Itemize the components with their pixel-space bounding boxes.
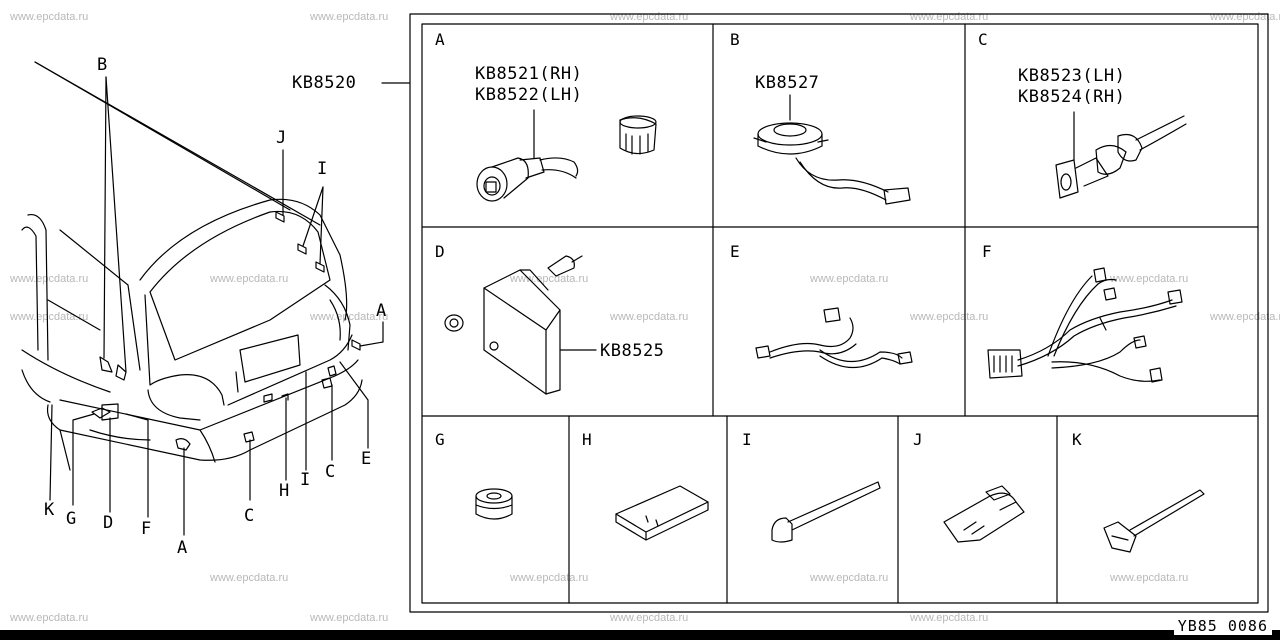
- watermark: www.epcdata.ru: [10, 273, 89, 285]
- cell-letter-j: J: [913, 430, 923, 449]
- watermark: www.epcdata.ru: [210, 273, 289, 285]
- watermark: www.epcdata.ru: [910, 612, 989, 624]
- cell-letter-h: H: [582, 430, 592, 449]
- main-part-number[interactable]: KB8520: [292, 73, 357, 93]
- part-e-illustration: [755, 307, 913, 369]
- cell-letter-d: D: [435, 242, 445, 261]
- watermark: www.epcdata.ru: [1210, 311, 1280, 323]
- callout-j: J: [276, 128, 287, 148]
- callout-c: C: [325, 462, 336, 482]
- callout-a: A: [177, 538, 188, 558]
- part-g-illustration: [475, 488, 513, 520]
- watermark: www.epcdata.ru: [10, 311, 89, 323]
- cell-letter-e: E: [730, 242, 740, 261]
- watermark: www.epcdata.ru: [510, 273, 589, 285]
- watermark: www.epcdata.ru: [810, 572, 889, 584]
- callout-h: H: [279, 481, 290, 501]
- callout-e: E: [361, 449, 372, 469]
- vehicle-illustration: [21, 61, 384, 536]
- part-f-illustration: [987, 267, 1183, 383]
- callout-i: I: [317, 159, 328, 179]
- cell-letter-a: A: [435, 30, 445, 49]
- part-a-illustration: [476, 109, 657, 202]
- part-number-kb8523[interactable]: KB8523(LH): [1018, 66, 1126, 86]
- callout-d: D: [103, 513, 114, 533]
- callout-k: K: [44, 500, 55, 520]
- cell-letter-i: I: [742, 430, 752, 449]
- part-number-kb8524[interactable]: KB8524(RH): [1018, 87, 1126, 107]
- callout-b: B: [97, 55, 108, 75]
- watermark: www.epcdata.ru: [10, 11, 89, 23]
- watermark: www.epcdata.ru: [310, 11, 389, 23]
- cell-letter-g: G: [435, 430, 445, 449]
- cell-letter-b: B: [730, 30, 740, 49]
- cell-letter-c: C: [978, 30, 988, 49]
- watermark: www.epcdata.ru: [910, 311, 989, 323]
- callout-a: A: [376, 301, 387, 321]
- part-k-illustration: [1103, 489, 1205, 553]
- watermark: www.epcdata.ru: [310, 311, 389, 323]
- part-c-illustration: [1055, 111, 1187, 199]
- part-i-illustration: [771, 481, 881, 543]
- callout-i: I: [300, 470, 311, 490]
- cell-letter-f: F: [982, 242, 992, 261]
- part-b-illustration: [753, 94, 911, 205]
- callout-g: G: [66, 509, 77, 529]
- callout-f: F: [141, 519, 152, 539]
- inner-frame: [421, 23, 1259, 604]
- part-number-kb8521[interactable]: KB8521(RH): [475, 64, 583, 84]
- watermark: www.epcdata.ru: [1110, 572, 1189, 584]
- part-d-illustration: [444, 255, 597, 395]
- bottom-bar: [0, 630, 1280, 640]
- part-h-illustration: [615, 485, 709, 541]
- watermark: www.epcdata.ru: [610, 612, 689, 624]
- cell-letter-k: K: [1072, 430, 1082, 449]
- part-number-kb8522[interactable]: KB8522(LH): [475, 85, 583, 105]
- watermark: www.epcdata.ru: [210, 572, 289, 584]
- watermark: www.epcdata.ru: [310, 612, 389, 624]
- part-number-kb8527[interactable]: KB8527: [755, 73, 820, 93]
- diagram-code: YB85 0086: [1173, 617, 1272, 635]
- callout-c: C: [244, 506, 255, 526]
- watermark: www.epcdata.ru: [10, 612, 89, 624]
- watermark: www.epcdata.ru: [810, 273, 889, 285]
- part-j-illustration: [943, 485, 1025, 543]
- watermark: www.epcdata.ru: [610, 311, 689, 323]
- outer-frame: [409, 13, 1269, 613]
- watermark: www.epcdata.ru: [1110, 273, 1189, 285]
- part-number-kb8525[interactable]: KB8525: [600, 341, 665, 361]
